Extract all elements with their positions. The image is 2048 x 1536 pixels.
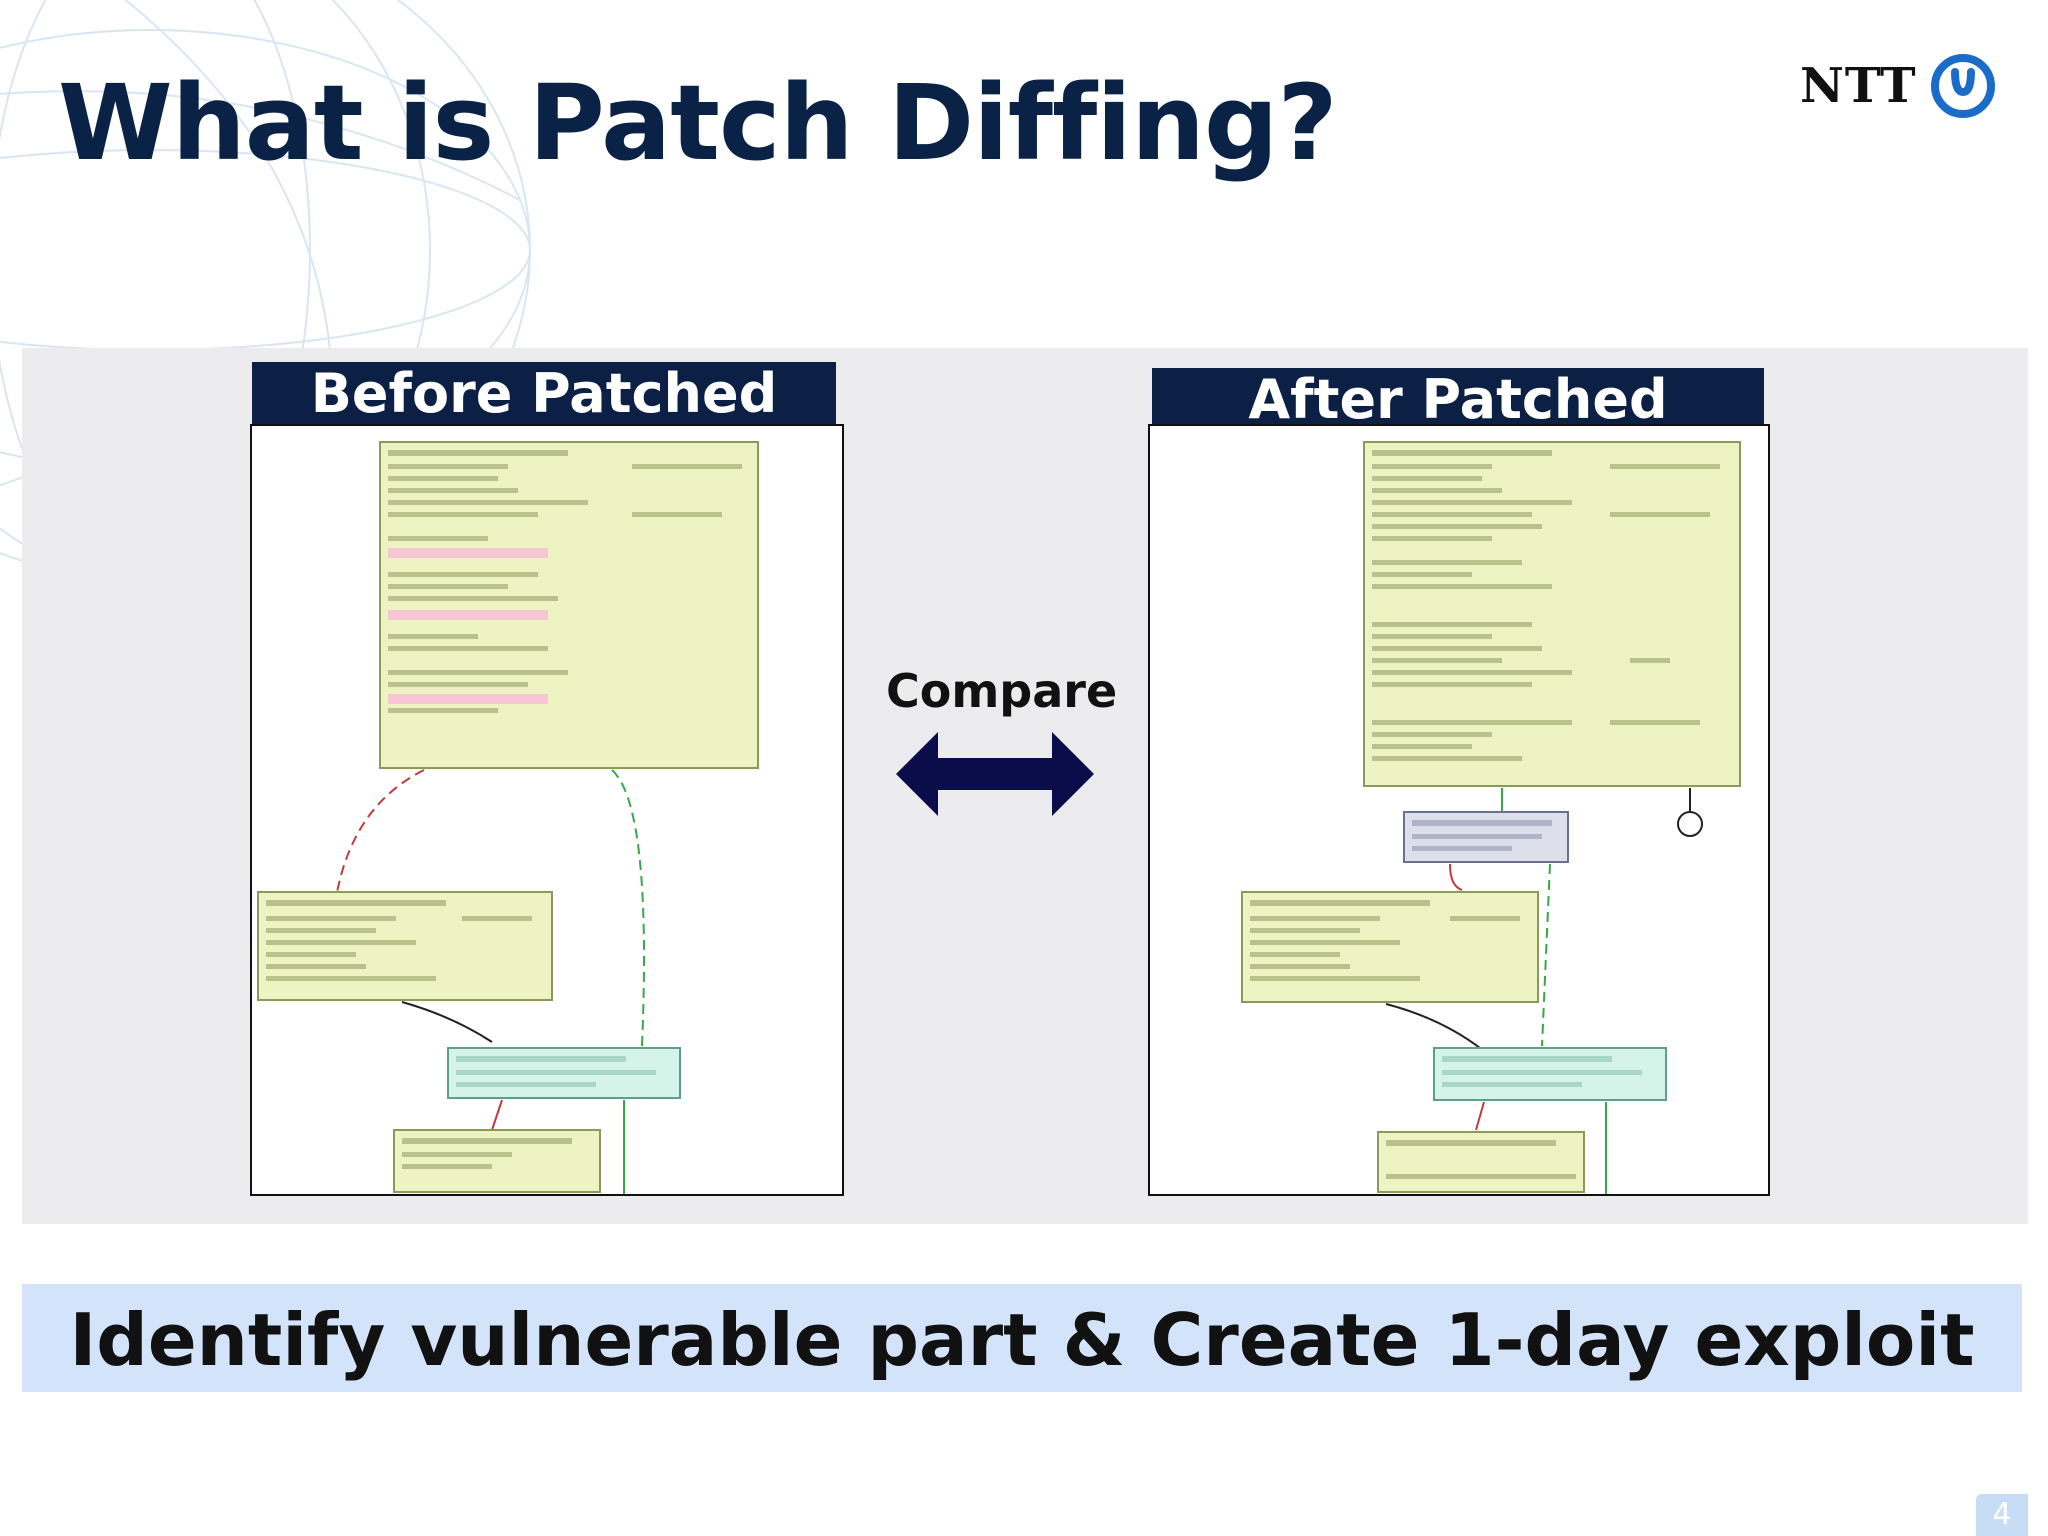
slide-title: What is Patch Diffing? xyxy=(58,62,1338,184)
compare-label: Compare xyxy=(886,664,1118,718)
after-left-block xyxy=(1241,891,1539,1003)
before-bottom-block xyxy=(393,1129,601,1193)
after-gray-block xyxy=(1403,811,1569,863)
after-bottom-block xyxy=(1377,1131,1585,1193)
ntt-logo: NTT xyxy=(1800,52,1997,120)
after-green-block xyxy=(1433,1047,1667,1101)
before-patched-graph xyxy=(250,424,844,1196)
before-patched-heading: Before Patched xyxy=(252,362,836,426)
before-left-block xyxy=(257,891,553,1001)
before-control-flow-graph xyxy=(257,441,759,1194)
footer-banner: Identify vulnerable part & Create 1-day … xyxy=(22,1284,2022,1392)
after-patched-heading: After Patched xyxy=(1152,368,1764,432)
after-main-block xyxy=(1363,441,1741,787)
logo-text: NTT xyxy=(1800,58,1917,114)
after-control-flow-graph xyxy=(1241,441,1741,1194)
ntt-swirl-icon xyxy=(1930,54,1995,118)
before-green-block xyxy=(447,1047,681,1099)
double-headed-arrow-icon xyxy=(896,732,1094,816)
footer-text: Identify vulnerable part & Create 1-day … xyxy=(69,1298,1975,1382)
page-number: 4 xyxy=(1976,1494,2028,1536)
before-main-block xyxy=(379,441,759,769)
after-connector-node xyxy=(1677,811,1703,837)
after-patched-graph xyxy=(1148,424,1770,1196)
